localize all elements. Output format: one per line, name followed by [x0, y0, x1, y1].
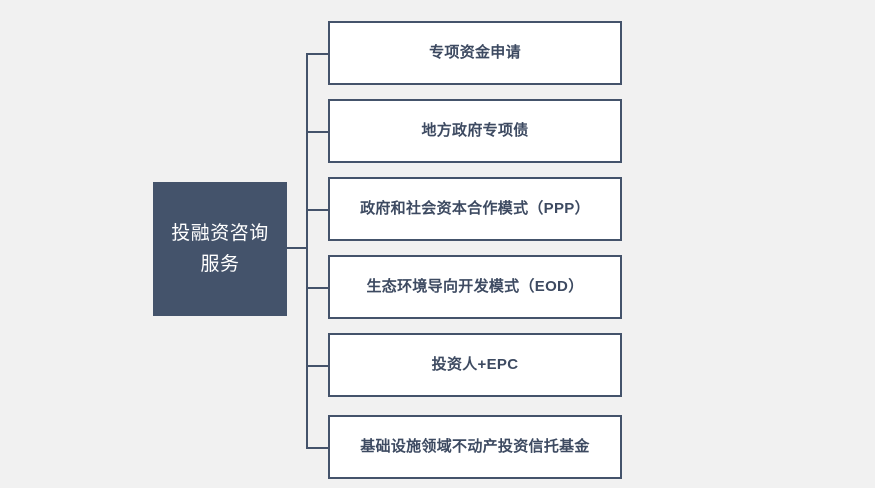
branch-node-6-label: 基础设施领域不动产投资信托基金: [360, 438, 590, 455]
branch-node-1-label: 专项资金申请: [429, 44, 521, 61]
connector-stub-6: [306, 447, 329, 449]
branch-node-3[interactable]: 政府和社会资本合作模式（PPP）: [328, 177, 622, 241]
branch-node-1[interactable]: 专项资金申请: [328, 21, 622, 85]
root-node-label: 投融资咨询 服务: [171, 223, 269, 275]
connector-stub-2: [306, 131, 329, 133]
branch-node-4[interactable]: 生态环境导向开发模式（EOD）: [328, 255, 622, 319]
branch-node-6[interactable]: 基础设施领域不动产投资信托基金: [328, 415, 622, 479]
branch-node-5-label: 投资人+EPC: [431, 356, 519, 373]
connector-stub-5: [306, 365, 329, 367]
root-node[interactable]: 投融资咨询 服务: [153, 182, 287, 316]
branch-node-4-label: 生态环境导向开发模式（EOD）: [366, 278, 584, 295]
branch-node-3-label: 政府和社会资本合作模式（PPP）: [360, 200, 590, 217]
branch-node-2-label: 地方政府专项债: [421, 122, 529, 139]
branch-node-2[interactable]: 地方政府专项债: [328, 99, 622, 163]
branch-node-5[interactable]: 投资人+EPC: [328, 333, 622, 397]
connector-stub-1: [306, 53, 329, 55]
connector-stub-4: [306, 287, 329, 289]
connector-root-stem: [287, 247, 308, 249]
connector-stub-3: [306, 209, 329, 211]
connector-trunk: [306, 53, 308, 449]
